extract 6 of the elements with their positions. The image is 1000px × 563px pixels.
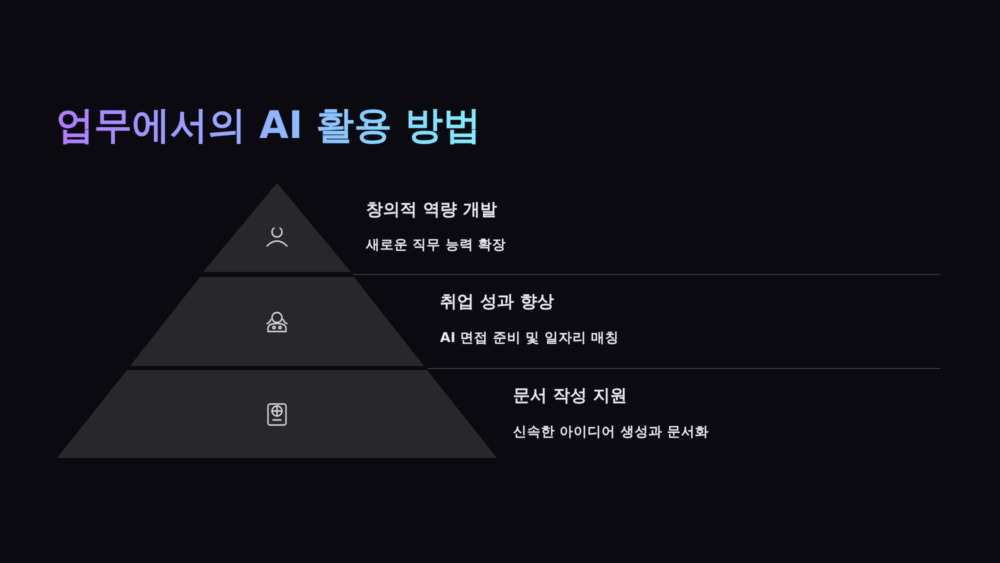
tier-description: 새로운 직무 능력 확장 [366, 236, 506, 254]
tier-heading: 창의적 역량 개발 [366, 199, 497, 221]
tier-heading: 문서 작성 지원 [513, 385, 627, 407]
tier-heading: 취업 성과 향상 [440, 291, 554, 313]
tier-description: 신속한 아이디어 생성과 문서화 [513, 423, 710, 441]
tier-description: AI 면접 준비 및 일자리 매칭 [440, 329, 619, 347]
